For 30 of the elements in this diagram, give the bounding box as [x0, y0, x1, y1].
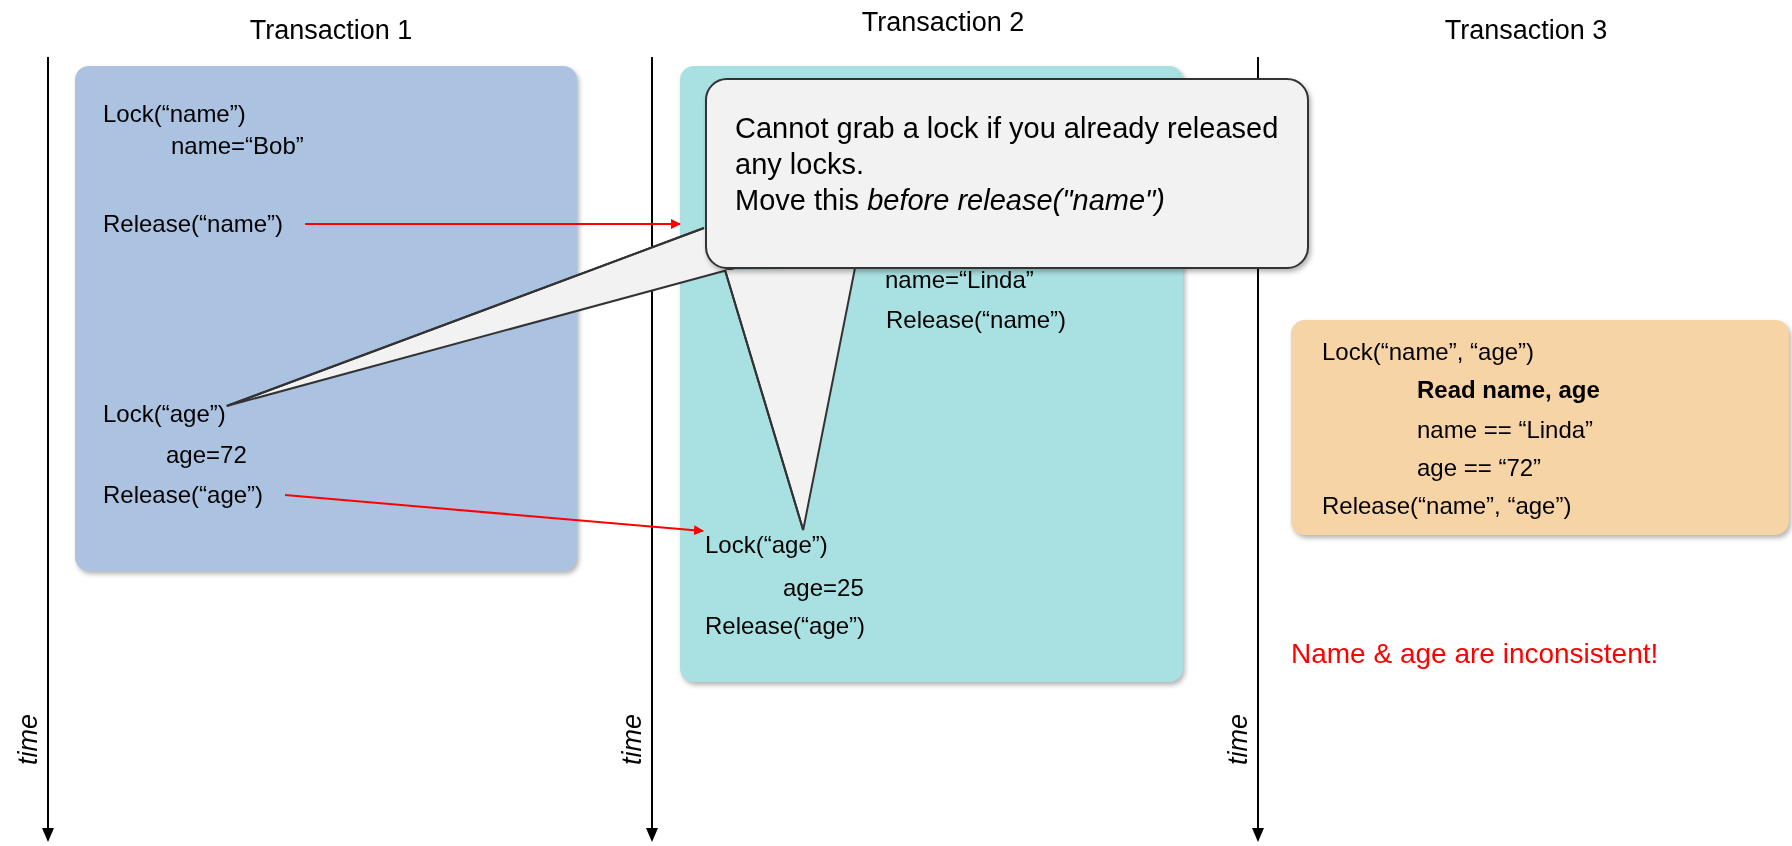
axis-label: time: [1224, 714, 1252, 765]
code-line: Lock(“age”): [103, 400, 226, 428]
transaction-box: [75, 66, 577, 571]
code-line: Lock(“age”): [705, 531, 828, 559]
code-line: Release(“age”): [103, 481, 264, 509]
code-line: name == “Linda”: [1417, 416, 1594, 444]
column-heading: Transaction 2: [861, 8, 1025, 36]
code-line: age=72: [166, 441, 247, 469]
code-line: Release(“name”, “age”): [1322, 492, 1572, 520]
code-line: age=25: [783, 574, 864, 602]
axis-label: time: [14, 714, 42, 765]
code-line: name=“Bob”: [171, 132, 304, 160]
code-line: age == “72”: [1417, 454, 1542, 482]
code-line: Read name, age: [1417, 376, 1600, 404]
code-line: Release(“name”): [103, 210, 284, 238]
axis-label: time: [618, 714, 646, 765]
arrow: [284, 494, 704, 536]
code-line: Release(“age”): [705, 612, 866, 640]
column-heading: Transaction 1: [249, 16, 413, 44]
callout-text: Move this before release("name"): [735, 183, 1167, 218]
column-heading: Transaction 3: [1444, 16, 1608, 44]
callout-text: Cannot grab a lock if you already released any locks.: [735, 111, 1280, 182]
code-line: Lock(“name”): [103, 100, 246, 128]
code-line: Lock(“name”, “age”): [1322, 338, 1535, 366]
code-line: Release(“name”): [886, 306, 1067, 334]
arrow: [304, 219, 681, 229]
transaction-box: [1291, 320, 1789, 535]
code-line: name=“Linda”: [885, 266, 1034, 294]
warning-note: Name & age are inconsistent!: [1291, 640, 1659, 668]
leader-line: [724, 269, 805, 531]
